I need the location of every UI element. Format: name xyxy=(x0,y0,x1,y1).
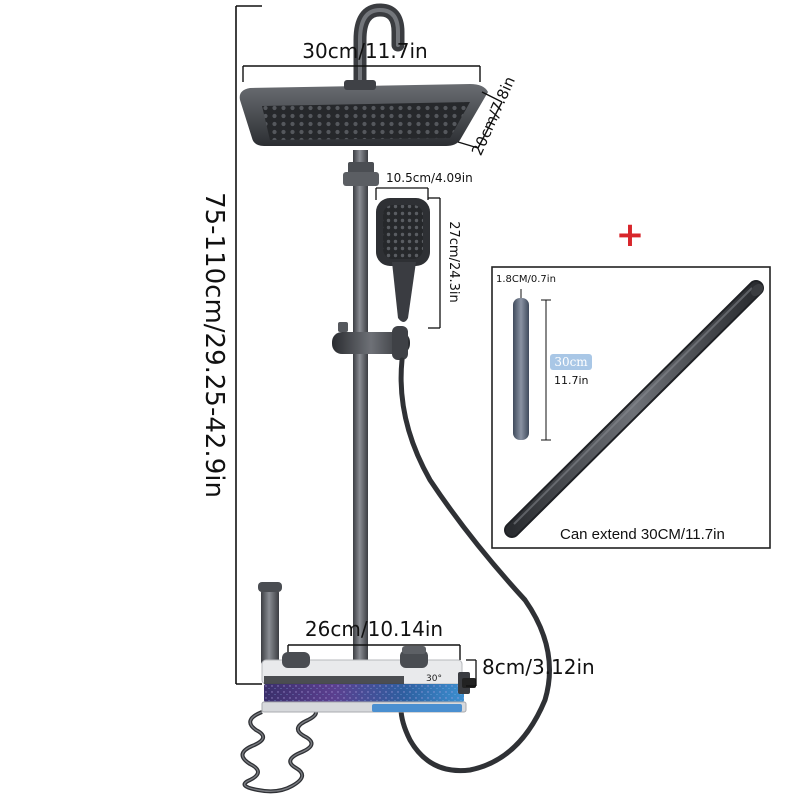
shelf-height-label: 8cm/3.12in xyxy=(482,655,595,679)
panel-display-label: 30° xyxy=(426,674,442,684)
head-width-label: 30cm/11.7in xyxy=(302,39,427,63)
plus-symbol: + xyxy=(616,215,645,255)
mixer-shelf xyxy=(261,646,476,713)
head-width-bracket xyxy=(242,65,481,82)
rod-length-in-label: 11.7in xyxy=(554,374,589,387)
extension-rod-panel xyxy=(491,266,771,549)
head-depth-bracket xyxy=(457,91,503,149)
handheld-width-label: 10.5cm/4.09in xyxy=(386,171,473,185)
hand-spray xyxy=(258,582,282,668)
handheld-length-bracket xyxy=(428,197,441,329)
handheld-length-label: 27cm/24.3in xyxy=(446,221,461,303)
shelf-width-label: 26cm/10.14in xyxy=(305,617,443,641)
overall-height-bracket xyxy=(235,5,262,685)
rod-length-cm-label: 30cm xyxy=(554,355,588,369)
length-badge xyxy=(550,354,592,370)
shelf-height-bracket xyxy=(466,659,477,687)
rain-shower-head xyxy=(239,80,488,146)
upper-clamp xyxy=(343,162,379,186)
rod-diameter-label: 1.8CM/0.7in xyxy=(496,274,556,285)
handheld-shower xyxy=(376,198,430,322)
shower-hose xyxy=(397,357,552,774)
extension-caption: Can extend 30CM/11.7in xyxy=(560,526,725,543)
shelf-width-bracket xyxy=(287,644,461,660)
shower-riser xyxy=(353,3,405,680)
overall-height-label: 75-110cm/29.25-42.9in xyxy=(199,192,229,498)
slide-holder xyxy=(332,322,410,360)
